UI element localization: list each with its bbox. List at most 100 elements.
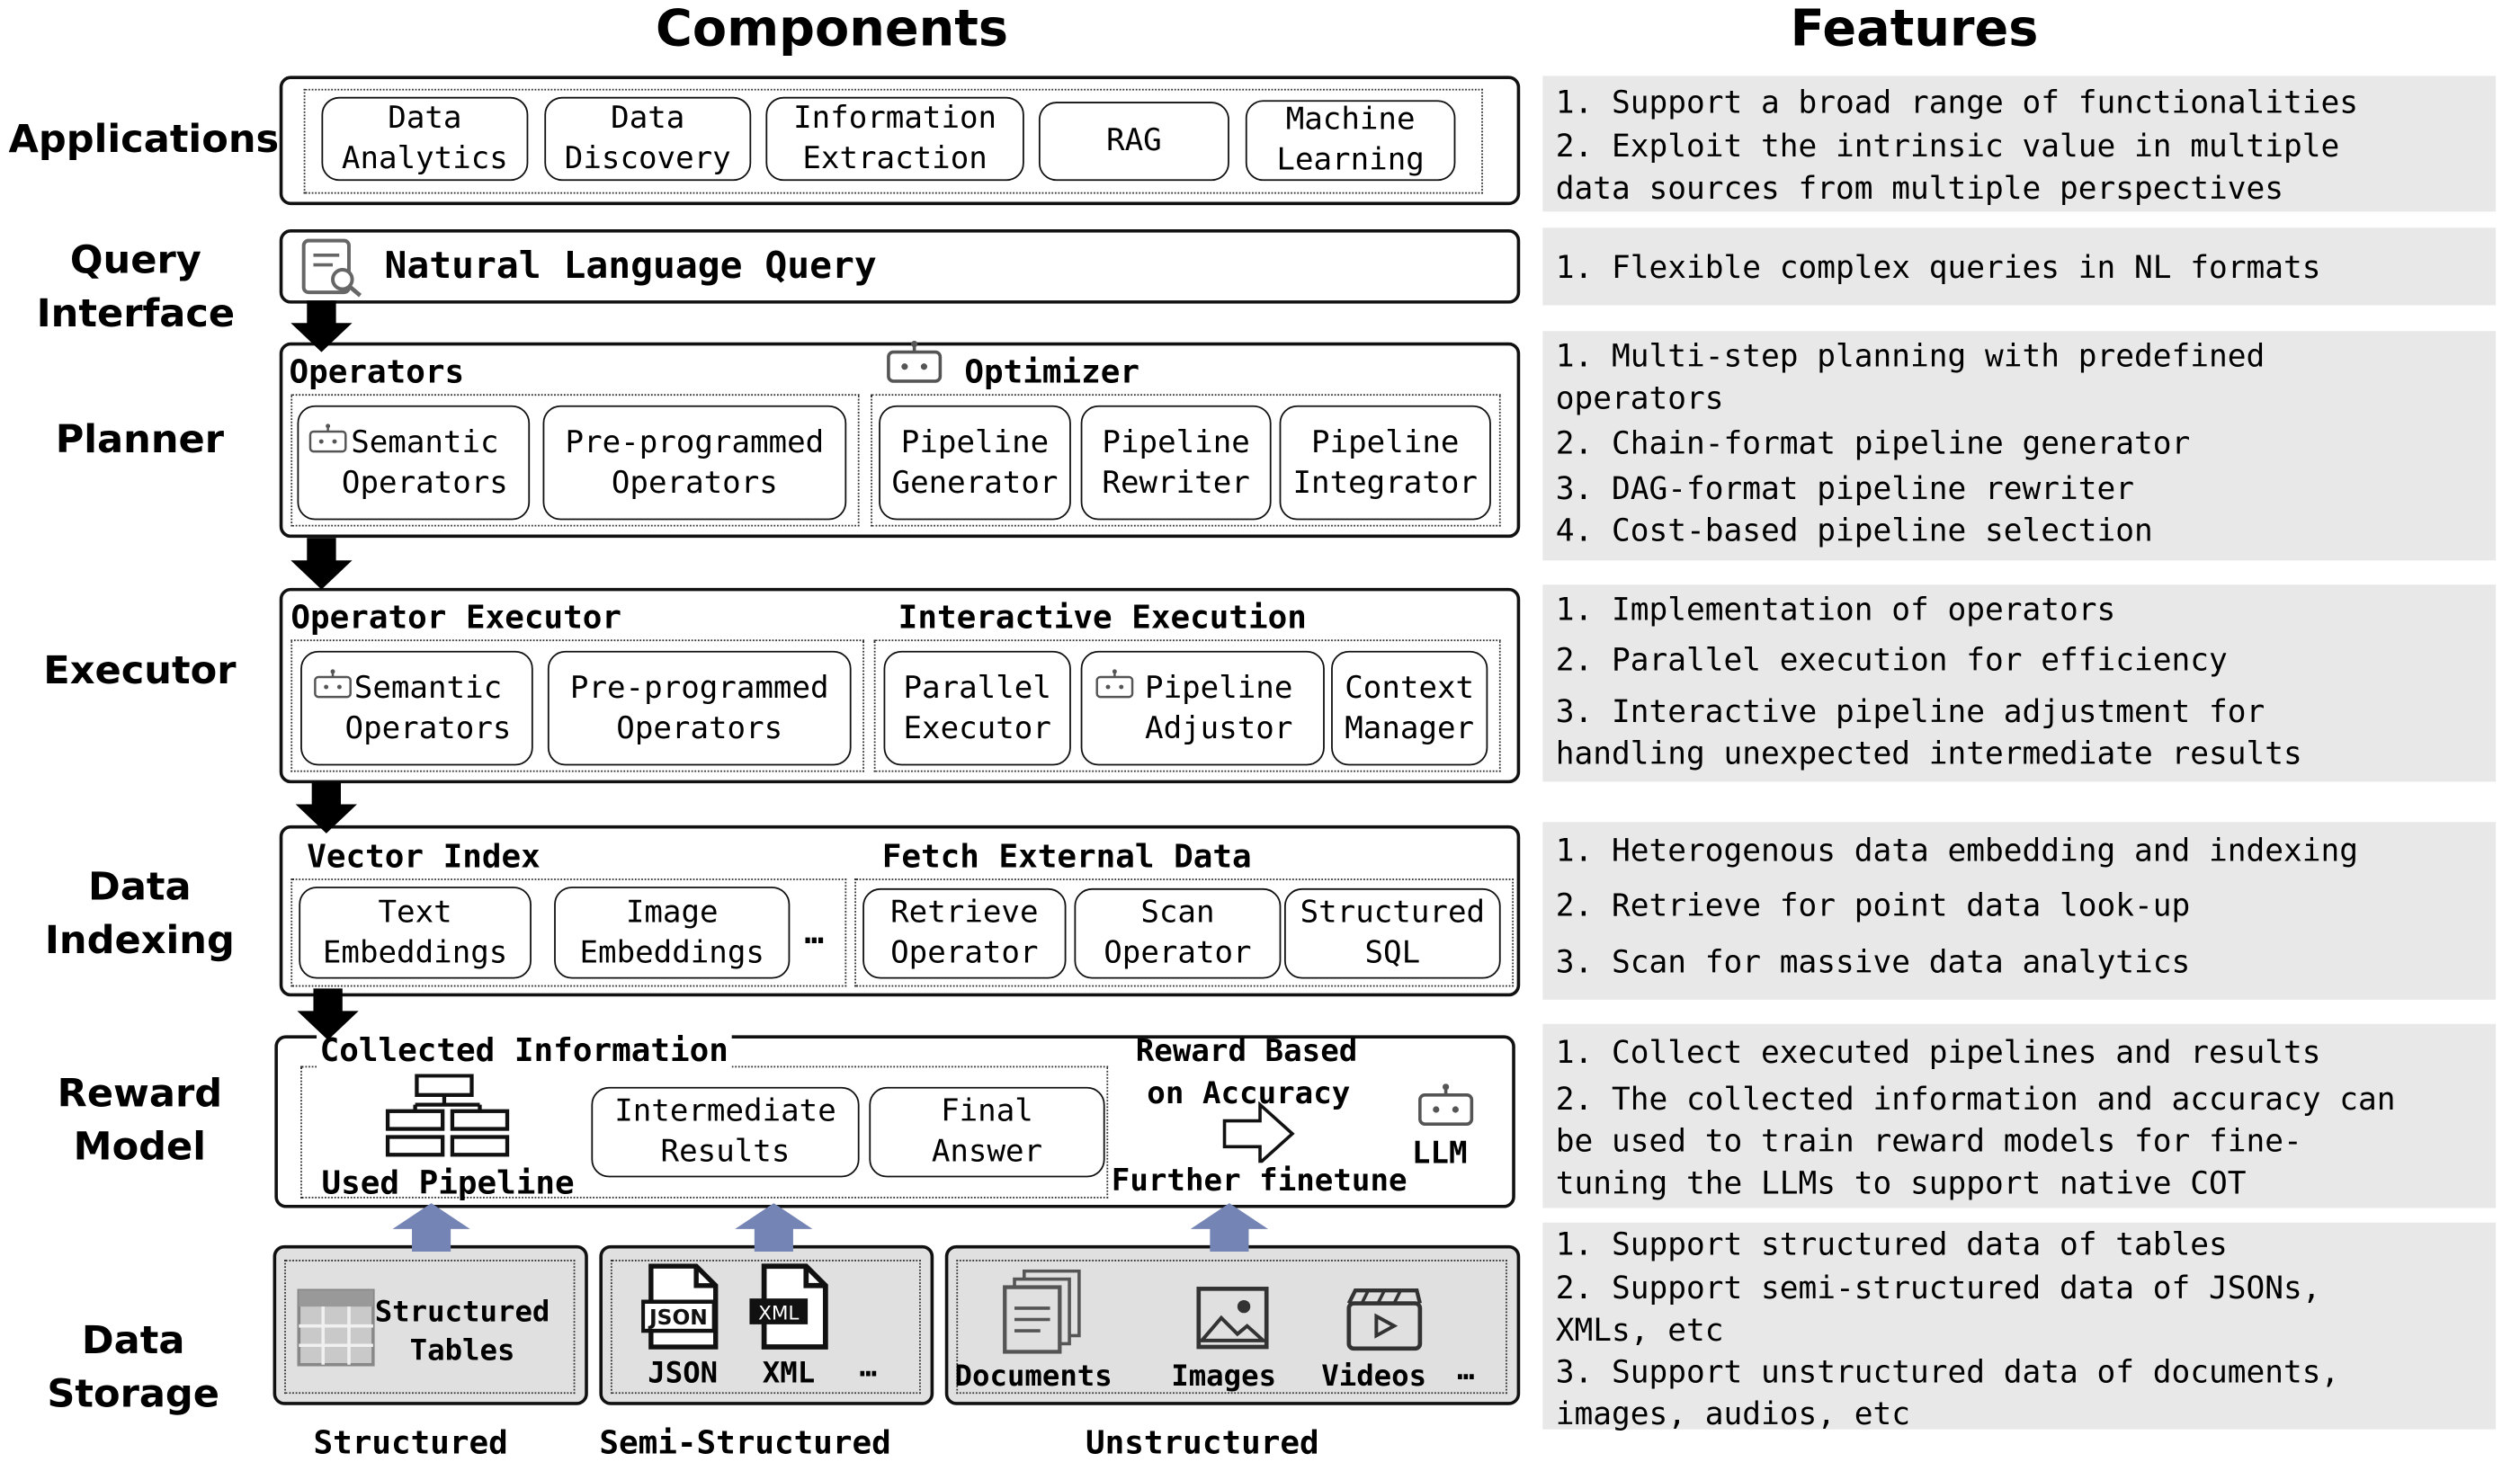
executor-semantic-operators: Semantic Operators bbox=[300, 650, 533, 766]
executor-interactive-group bbox=[873, 639, 1501, 772]
app-information-extraction: Information Extraction bbox=[765, 96, 1024, 182]
up-arrow-structured bbox=[392, 1203, 470, 1253]
down-arrow-executor-indexing bbox=[295, 781, 357, 834]
feature-line: be used to train reward models for fine- bbox=[1555, 1122, 2302, 1160]
feature-line: images, audios, etc bbox=[1555, 1395, 1911, 1433]
pipeline-tree-icon bbox=[385, 1074, 510, 1157]
feature-line: 1. Support structured data of tables bbox=[1555, 1226, 2228, 1263]
executor-robot-icon bbox=[314, 669, 352, 699]
feature-line: 3. Interactive pipeline adjustment for bbox=[1555, 692, 2265, 730]
feature-line: 1. Multi-step planning with predefined bbox=[1555, 337, 2265, 375]
feature-line: 2. The collected information and accurac… bbox=[1555, 1080, 2396, 1118]
reward-based-line2: on Accuracy bbox=[1147, 1075, 1351, 1111]
layer-executor: Executor bbox=[43, 647, 237, 693]
down-arrow-indexing-reward bbox=[297, 988, 359, 1040]
storage-videos: Videos bbox=[1321, 1359, 1427, 1395]
planner-semantic-operators: Semantic Operators bbox=[297, 405, 531, 521]
storage-semi-group bbox=[610, 1260, 921, 1395]
feature-line: 2. Parallel execution for efficiency bbox=[1555, 641, 2228, 679]
executor-operator-group bbox=[290, 639, 864, 772]
indexing-text-embeddings: Text Embeddings bbox=[299, 887, 532, 979]
semantic-robot-icon bbox=[308, 423, 347, 453]
feature-line: 3. Support unstructured data of document… bbox=[1555, 1353, 2340, 1391]
indexing-ellipsis: … bbox=[804, 912, 825, 951]
feature-line: 2. Exploit the intrinsic value in multip… bbox=[1555, 127, 2340, 165]
indexing-fetch-title: Fetch External Data bbox=[881, 836, 1252, 876]
feature-line: 1. Flexible complex queries in NL format… bbox=[1555, 248, 2321, 286]
app-machine-learning: Machine Learning bbox=[1245, 100, 1456, 182]
storage-images: Images bbox=[1171, 1359, 1277, 1395]
documents-icon bbox=[1003, 1269, 1081, 1354]
executor-interactive-title: Interactive Execution bbox=[898, 597, 1307, 637]
reward-intermediate-results: Intermediate Results bbox=[591, 1086, 860, 1178]
features-reward: 1. Collect executed pipelines and result… bbox=[1542, 1023, 2497, 1208]
down-arrow-query-planner bbox=[290, 300, 353, 352]
planner-optimizer-group bbox=[871, 394, 1501, 527]
feature-line: XMLs, etc bbox=[1555, 1311, 1724, 1349]
features-executor: 1. Implementation of operators 2. Parall… bbox=[1542, 584, 2497, 782]
storage-label-semi-structured: Semi-Structured bbox=[599, 1422, 891, 1462]
app-data-analytics: Data Analytics bbox=[321, 96, 529, 182]
up-arrow-semi-structured bbox=[735, 1203, 813, 1253]
layer-planner: Planner bbox=[55, 416, 225, 462]
storage-documents: Documents bbox=[954, 1359, 1113, 1395]
planner-operators-group bbox=[290, 394, 860, 527]
indexing-structured-sql: Structured SQL bbox=[1283, 887, 1501, 979]
storage-json: JSON bbox=[648, 1356, 719, 1391]
features-planner: 1. Multi-step planning with predefined o… bbox=[1542, 331, 2497, 561]
indexing-vector-title: Vector Index bbox=[307, 836, 541, 876]
indexing-fetch-group bbox=[854, 878, 1515, 987]
feature-line: 2. Retrieve for point data look-up bbox=[1555, 887, 2191, 924]
planner-operators-title: Operators bbox=[289, 352, 465, 391]
layer-data-indexing: Data Indexing bbox=[44, 863, 235, 963]
indexing-scan-operator: Scan Operator bbox=[1074, 887, 1282, 979]
image-icon bbox=[1196, 1287, 1269, 1350]
feature-line: data sources from multiple perspectives bbox=[1555, 169, 2283, 207]
planner-pipeline-rewriter: Pipeline Rewriter bbox=[1080, 405, 1272, 521]
executor-context-manager: Context Manager bbox=[1331, 650, 1488, 766]
video-icon bbox=[1346, 1288, 1423, 1351]
down-arrow-planner-executor bbox=[290, 538, 353, 590]
storage-semi-ellipsis: … bbox=[859, 1350, 878, 1385]
layer-applications: Applications bbox=[8, 116, 280, 162]
components-header: Components bbox=[656, 0, 1009, 58]
search-document-icon bbox=[301, 238, 362, 298]
executor-preprogrammed-operators: Pre-programmed Operators bbox=[547, 650, 852, 766]
applications-group bbox=[303, 88, 1483, 194]
feature-line: 1. Heterogenous data embedding and index… bbox=[1555, 832, 2358, 869]
storage-structured-tables: Structured Tables bbox=[374, 1295, 550, 1368]
query-title: Natural Language Query bbox=[384, 245, 877, 288]
planner-pipeline-generator: Pipeline Generator bbox=[879, 405, 1071, 521]
storage-label-structured: Structured bbox=[313, 1422, 508, 1462]
reward-used-pipeline: Used Pipeline bbox=[321, 1163, 575, 1202]
feature-line: tuning the LLMs to support native COT bbox=[1555, 1164, 2247, 1202]
indexing-image-embeddings: Image Embeddings bbox=[554, 887, 791, 979]
storage-unstructured-ellipsis: … bbox=[1457, 1353, 1475, 1387]
feature-line: operators bbox=[1555, 379, 1724, 417]
reward-final-answer: Final Answer bbox=[869, 1086, 1105, 1178]
features-header: Features bbox=[1790, 0, 2039, 58]
finetune-arrow-icon bbox=[1222, 1101, 1295, 1166]
feature-line: 1. Implementation of operators bbox=[1555, 591, 2116, 628]
reward-llm: LLM bbox=[1411, 1135, 1468, 1172]
feature-line: handling unexpected intermediate results bbox=[1555, 735, 2302, 772]
layer-data-storage: Data Storage bbox=[47, 1317, 220, 1417]
reward-collected-title: Collected Information bbox=[317, 1030, 732, 1070]
xml-file-icon: XML bbox=[749, 1263, 828, 1350]
storage-unstructured-group bbox=[956, 1260, 1507, 1395]
llm-robot-icon bbox=[1418, 1083, 1474, 1126]
feature-line: 1. Collect executed pipelines and result… bbox=[1555, 1033, 2321, 1071]
features-applications: 1. Support a broad range of functionalit… bbox=[1542, 76, 2497, 212]
indexing-vector-group bbox=[290, 878, 847, 987]
layer-query-interface: Query Interface bbox=[36, 237, 236, 336]
feature-line: 2. Support semi-structured data of JSONs… bbox=[1555, 1269, 2321, 1307]
executor-parallel-executor: Parallel Executor bbox=[883, 650, 1071, 766]
json-icon-text: JSON bbox=[648, 1305, 708, 1330]
storage-label-unstructured: Unstructured bbox=[1086, 1422, 1319, 1462]
indexing-retrieve-operator: Retrieve Operator bbox=[862, 887, 1067, 979]
feature-line: 1. Support a broad range of functionalit… bbox=[1555, 84, 2358, 121]
features-query: 1. Flexible complex queries in NL format… bbox=[1542, 227, 2497, 306]
query-interface-panel bbox=[279, 229, 1521, 304]
table-icon bbox=[297, 1288, 375, 1367]
